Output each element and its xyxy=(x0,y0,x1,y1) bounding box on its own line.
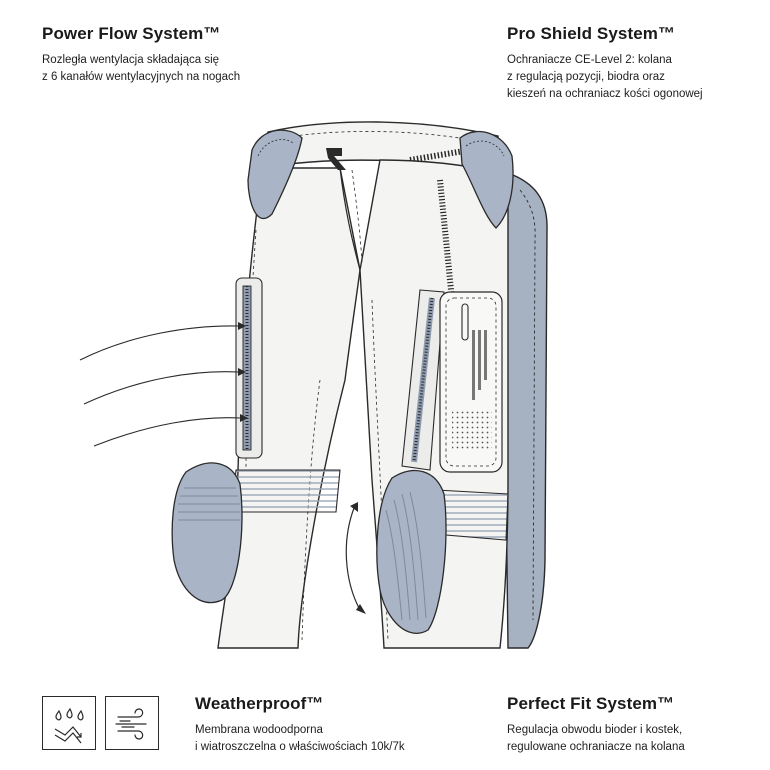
pocket-zipper-pull xyxy=(461,303,469,341)
power-flow-line-2: z 6 kanałów wentylacyjnych na nogach xyxy=(42,71,241,83)
water-drops-icon xyxy=(42,696,96,750)
right-upper-zipper xyxy=(437,179,455,301)
knee-adjust-arrowheads xyxy=(350,502,366,614)
pro-shield-description: Ochraniacze CE-Level 2: kolana z regulac… xyxy=(507,52,757,103)
pocket-label xyxy=(472,330,487,400)
power-flow-feature: Power Flow System™ Rozległa wentylacja s… xyxy=(42,24,342,86)
airflow-arrowheads xyxy=(238,322,248,422)
hip-pocket-inner xyxy=(445,297,497,467)
perfect-fit-title: Perfect Fit System™ xyxy=(507,694,675,713)
right-knee-armor-ribs xyxy=(385,491,427,621)
power-flow-title: Power Flow System™ xyxy=(42,24,221,43)
power-flow-description: Rozległa wentylacja składająca się z 6 k… xyxy=(42,52,342,86)
perfect-fit-line-2: regulowane ochraniacze na kolana xyxy=(507,741,685,753)
pro-shield-line-2: z regulacją pozycji, biodra oraz xyxy=(507,71,665,83)
pro-shield-line-1: Ochraniacze CE-Level 2: kolana xyxy=(507,54,672,66)
left-hip-armor xyxy=(247,129,303,220)
left-knee-armor xyxy=(171,462,243,604)
right-hip-armor-edge xyxy=(465,140,505,157)
perfect-fit-description: Regulacja obwodu bioder i kostek, regulo… xyxy=(507,722,757,756)
weatherproof-title: Weatherproof™ xyxy=(195,694,324,713)
power-flow-line-1: Rozległa wentylacja składająca się xyxy=(42,54,220,66)
knee-adjust-arrow xyxy=(345,507,361,611)
right-lower-zipper-teeth xyxy=(412,297,434,463)
left-knee-panel xyxy=(231,469,341,513)
weatherproof-line-1: Membrana wodoodporna xyxy=(195,724,323,736)
airflow-arrows xyxy=(79,325,241,447)
left-hip-armor-edge xyxy=(257,139,295,157)
weatherproof-feature: Weatherproof™ Membrana wodoodporna i wia… xyxy=(195,694,495,756)
pro-shield-title: Pro Shield System™ xyxy=(507,24,676,43)
brand-logo xyxy=(326,148,346,170)
left-knee-armor-ribs xyxy=(178,487,240,521)
center-seam xyxy=(339,167,361,271)
wind-icon-graphic xyxy=(115,708,147,740)
pocket-dots xyxy=(452,410,492,450)
perfect-fit-feature: Perfect Fit System™ Regulacja obwodu bio… xyxy=(507,694,757,756)
pro-shield-line-3: kieszeń na ochraniacz kości ogonowej xyxy=(507,88,703,100)
pro-shield-feature: Pro Shield System™ Ochraniacze CE-Level … xyxy=(507,24,757,103)
weatherproof-description: Membrana wodoodporna i wiatroszczelna o … xyxy=(195,722,495,756)
perfect-fit-line-1: Regulacja obwodu bioder i kostek, xyxy=(507,724,683,736)
wind-icon xyxy=(105,696,159,750)
pants-illustration xyxy=(79,121,548,649)
water-drops-icon-graphic xyxy=(54,707,84,744)
back-leg-panel xyxy=(504,171,548,649)
right-hip-armor xyxy=(459,130,514,229)
weatherproof-line-2: i wiatroszczelna o właściwościach 10k/7k xyxy=(195,741,405,753)
